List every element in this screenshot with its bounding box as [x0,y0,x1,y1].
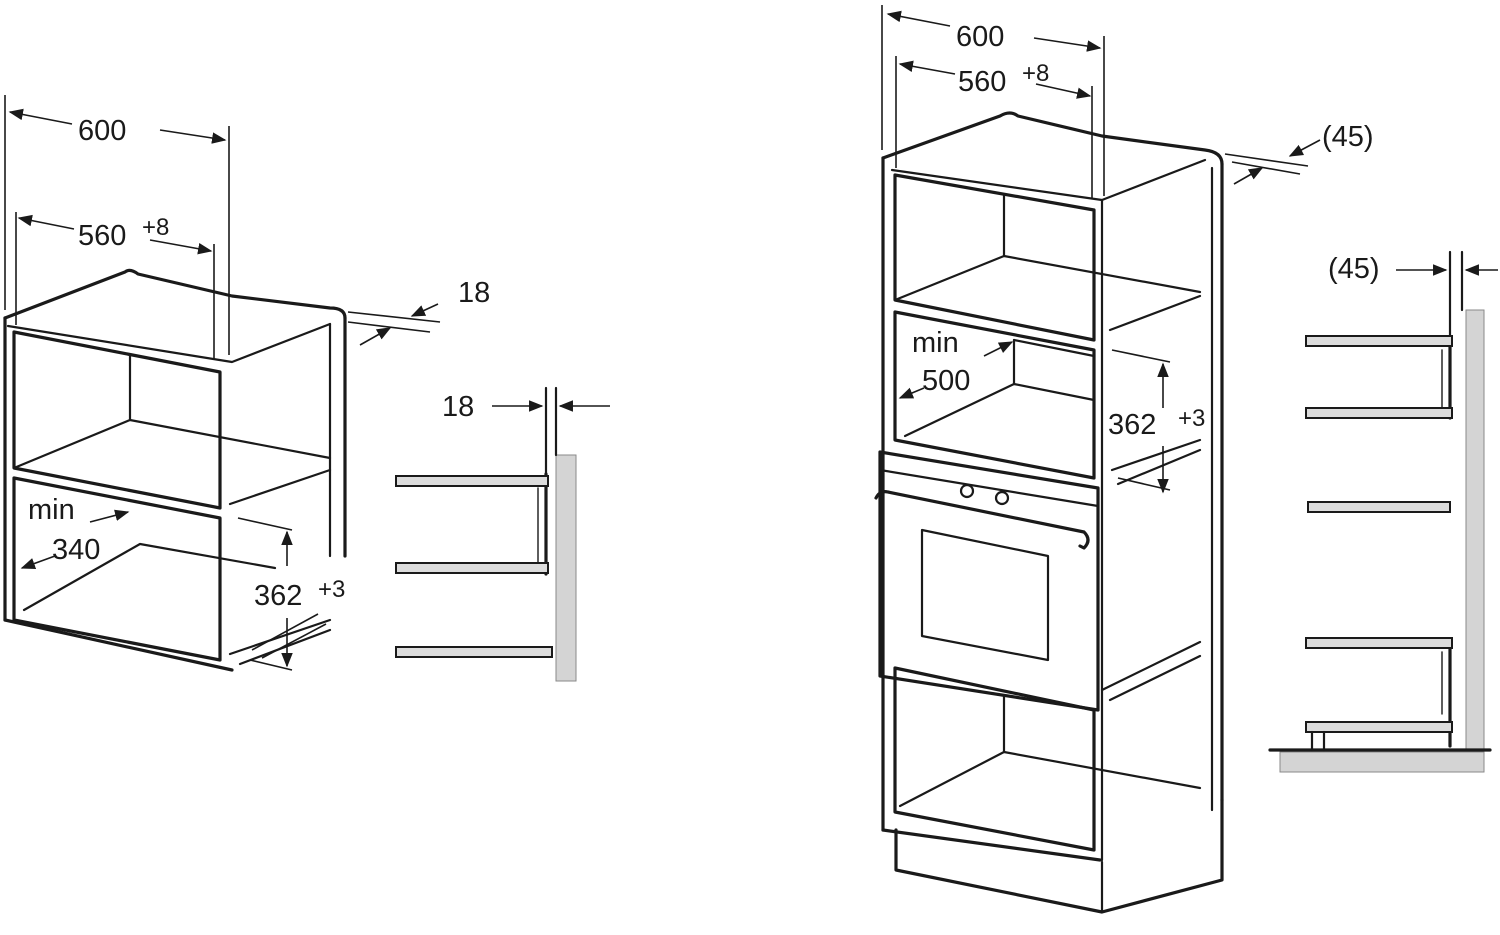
tall-height-tolerance: +3 [1178,405,1205,432]
tall-min-label: min [912,327,959,359]
small-thickness-b: 18 [442,391,474,423]
small-height: 362 [254,580,302,612]
tall-height: 362 [1108,409,1156,441]
small-width-inner-tolerance: +8 [142,214,169,241]
small-min-value: 340 [52,534,100,566]
tall-width-inner-tolerance: +8 [1022,60,1049,87]
small-height-tolerance: +3 [318,576,345,603]
small-thickness-a: 18 [458,277,490,309]
small-min-label: min [28,494,75,526]
wall-cabinet-dimensions [4,95,441,671]
tall-cabinet-section [1268,250,1498,773]
tall-width-outer: 600 [956,21,1004,53]
tall-width-inner: 560 [958,66,1006,98]
small-width-inner: 560 [78,220,126,252]
tall-depth-b: (45) [1328,253,1380,285]
small-width-outer: 600 [78,115,126,147]
tall-min-value: 500 [922,365,970,397]
wall-cabinet-drawing [3,268,347,672]
tall-cabinet-dimensions [881,5,1321,494]
tall-cabinet-drawing [874,111,1224,914]
tall-depth-a: (45) [1322,121,1374,153]
wall-cabinet-section [395,386,610,682]
